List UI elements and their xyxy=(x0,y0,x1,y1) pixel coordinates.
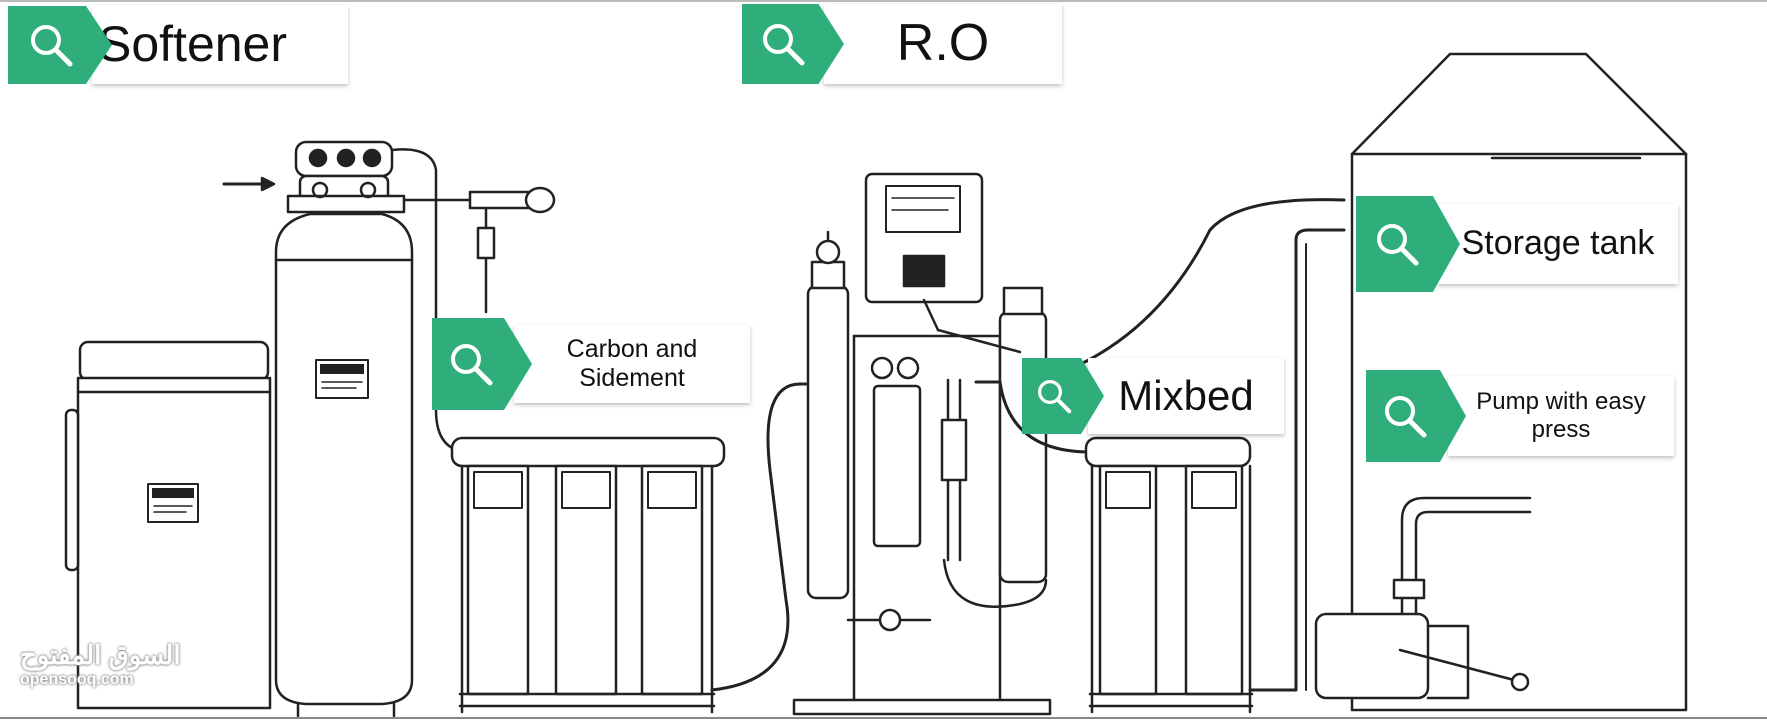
tag-badge xyxy=(742,4,844,84)
label-carbon-sediment: Carbon and Sidement xyxy=(514,325,750,403)
tag-storage-tank[interactable]: Storage tank xyxy=(1356,196,1678,292)
label-storage-tank: Storage tank xyxy=(1438,204,1678,284)
tag-mixbed[interactable]: Mixbed xyxy=(1022,358,1284,434)
ro-unit xyxy=(792,172,1052,716)
tag-carbon-sediment[interactable]: Carbon and Sidement xyxy=(432,318,750,410)
label-pump: Pump with easy press xyxy=(1448,376,1674,456)
search-icon xyxy=(763,24,805,66)
label-softener: Softener xyxy=(92,6,348,84)
carbon-sediment-filters xyxy=(434,310,726,714)
mixbed-filters xyxy=(1084,436,1254,714)
watermark-latin: opensooq.com xyxy=(20,671,134,688)
tag-softener[interactable]: Softener xyxy=(8,6,348,84)
label-ro: R.O xyxy=(824,4,1062,84)
label-mixbed: Mixbed xyxy=(1088,358,1284,434)
search-icon xyxy=(1385,396,1427,438)
brine-tank xyxy=(64,340,272,710)
watermark: السوق المفتوح opensooq.com xyxy=(20,640,181,689)
watermark-arabic: السوق المفتوح xyxy=(20,640,181,670)
search-icon xyxy=(1038,380,1072,414)
tag-ro[interactable]: R.O xyxy=(742,4,1062,84)
search-icon xyxy=(1377,224,1419,266)
tag-badge xyxy=(8,6,112,84)
search-icon xyxy=(451,344,493,386)
search-icon xyxy=(31,25,73,67)
softener-vessel xyxy=(222,140,556,718)
tag-pump[interactable]: Pump with easy press xyxy=(1366,370,1674,462)
